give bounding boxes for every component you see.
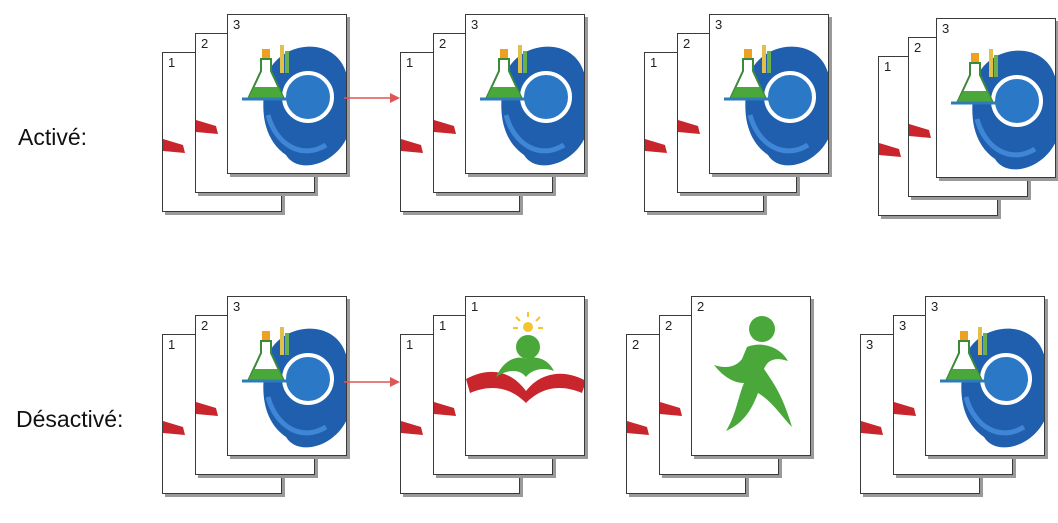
runner-image	[692, 297, 811, 456]
activated-label: Activé:	[18, 124, 87, 151]
flask-image	[228, 15, 347, 174]
page-sheet: 3	[936, 18, 1056, 178]
page-sheet: 3	[925, 296, 1045, 456]
page-sheet: 1	[465, 296, 585, 456]
arrow-icon	[344, 92, 400, 104]
flask-image	[710, 15, 829, 174]
page-sheet: 3	[465, 14, 585, 174]
flask-image	[937, 19, 1056, 178]
flask-image	[228, 297, 347, 456]
arrow-icon	[344, 376, 400, 388]
page-sheet: 2	[691, 296, 811, 456]
flask-image	[466, 15, 585, 174]
deactivated-label: Désactivé:	[16, 406, 123, 433]
flask-image	[926, 297, 1045, 456]
page-sheet: 3	[709, 14, 829, 174]
page-sheet: 3	[227, 296, 347, 456]
page-sheet: 3	[227, 14, 347, 174]
reader-image	[466, 297, 585, 456]
